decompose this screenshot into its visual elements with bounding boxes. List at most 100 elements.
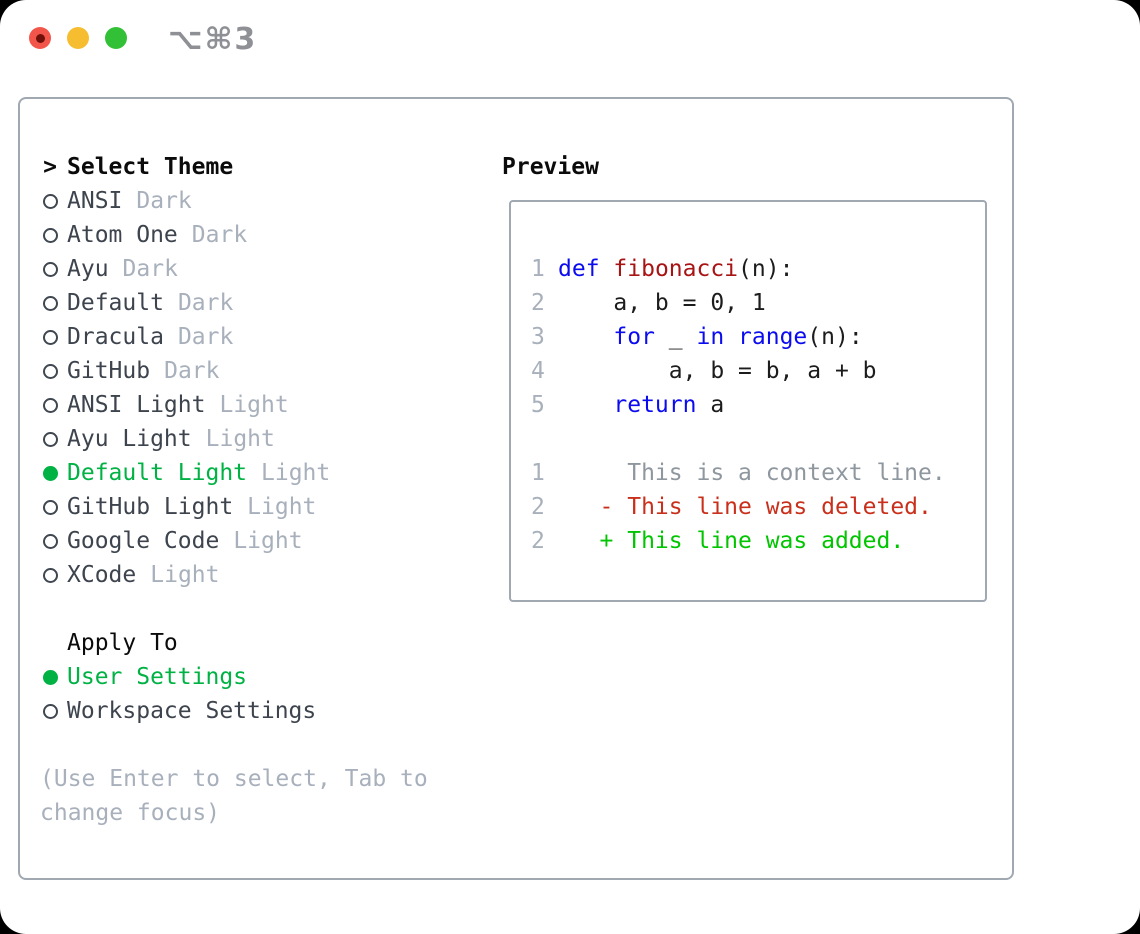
zoom-button[interactable] xyxy=(105,27,127,49)
theme-variant: Dark xyxy=(136,188,192,214)
line-number: 4 xyxy=(531,358,545,384)
code-line: 1 def fibonacci(n): xyxy=(531,252,985,286)
theme-option-xcode[interactable]: XCode Light xyxy=(40,558,480,592)
close-button[interactable] xyxy=(29,27,51,49)
radio-icon xyxy=(42,193,58,209)
titlebar: ⌥⌘3 xyxy=(0,0,1140,97)
theme-variant: Light xyxy=(219,392,289,418)
theme-name: Default Light xyxy=(67,460,248,486)
theme-variant: Dark xyxy=(177,324,234,350)
help-text: (Use Enter to select, Tab to change focu… xyxy=(40,766,428,826)
code-text: return a xyxy=(558,388,724,422)
preview-header: Preview xyxy=(502,154,599,180)
diff-line-deleted: 2 - This line was deleted. xyxy=(531,490,985,524)
radio-icon xyxy=(42,329,58,345)
radio-selected-icon xyxy=(42,465,58,481)
line-number: 1 xyxy=(531,460,545,486)
diff-line-context: 1 This is a context line. xyxy=(531,456,985,490)
token-function: fibonacci xyxy=(613,256,739,282)
close-dot-icon xyxy=(35,33,45,43)
theme-name: XCode xyxy=(67,562,137,588)
theme-variant: Light xyxy=(261,460,331,486)
minimize-button[interactable] xyxy=(67,27,89,49)
apply-to-header: Apply To xyxy=(40,626,480,660)
theme-name: Atom One xyxy=(67,222,178,248)
token-plain: a xyxy=(696,392,725,418)
line-number: 2 xyxy=(531,528,545,554)
token-plain: a, b = 0, 1 xyxy=(558,290,766,316)
token-plain xyxy=(558,392,613,418)
code-line: 5 return a xyxy=(531,388,985,422)
theme-option-ayu[interactable]: Ayu Dark xyxy=(40,252,480,286)
theme-variant: Light xyxy=(247,494,317,520)
spacer xyxy=(40,592,480,626)
line-number: 1 xyxy=(531,256,545,282)
code-line: 4 a, b = b, a + b xyxy=(531,354,985,388)
apply-option-label: User Settings xyxy=(67,664,248,690)
radio-icon xyxy=(42,499,58,515)
token-keyword: def xyxy=(558,256,600,282)
radio-icon xyxy=(42,261,58,277)
line-number: 5 xyxy=(531,392,545,418)
theme-name: ANSI xyxy=(67,188,123,214)
token-keyword: in xyxy=(696,324,725,350)
window-title: ⌥⌘3 xyxy=(168,22,258,57)
focus-indicator: > xyxy=(43,154,57,180)
theme-name: Ayu xyxy=(67,256,109,282)
window-controls xyxy=(29,27,127,49)
code-text: a, b = b, a + b xyxy=(558,354,877,388)
apply-option-label: Workspace Settings xyxy=(67,698,317,724)
radio-icon xyxy=(42,227,58,243)
diff-preview: 1 This is a context line.2 - This line w… xyxy=(531,456,985,558)
radio-icon xyxy=(42,431,58,447)
theme-variant: Dark xyxy=(177,290,234,316)
token-plain: a, b = b, a + b xyxy=(558,358,877,384)
token-plain: (n): xyxy=(807,324,863,350)
diff-line-added: 2 + This line was added. xyxy=(531,524,985,558)
theme-name: Ayu Light xyxy=(67,426,192,452)
token-keyword: range xyxy=(738,324,808,350)
diff-text: - This line was deleted. xyxy=(558,494,932,520)
radio-selected-icon xyxy=(42,669,58,685)
line-number: 2 xyxy=(531,290,545,316)
code-text: for _ in range(n): xyxy=(558,320,863,354)
code-text: a, b = 0, 1 xyxy=(558,286,766,320)
apply-option-user-settings[interactable]: User Settings xyxy=(40,660,480,694)
theme-variant: Light xyxy=(150,562,220,588)
token-plain: (n): xyxy=(738,256,794,282)
select-theme-header: > Select Theme xyxy=(40,150,480,184)
token-plain: _ xyxy=(654,324,697,350)
theme-name: Google Code xyxy=(67,528,220,554)
token-keyword: for xyxy=(613,324,655,350)
code-text: def fibonacci(n): xyxy=(558,252,793,286)
theme-option-default-light[interactable]: Default Light Light xyxy=(40,456,480,490)
token-plain xyxy=(724,324,738,350)
code-line: 2 a, b = 0, 1 xyxy=(531,286,985,320)
radio-icon xyxy=(42,363,58,379)
spacer xyxy=(40,728,480,762)
token-plain xyxy=(558,324,613,350)
radio-icon xyxy=(42,703,58,719)
line-number: 3 xyxy=(531,324,545,350)
diff-text: This is a context line. xyxy=(558,460,946,486)
apply-option-workspace-settings[interactable]: Workspace Settings xyxy=(40,694,480,728)
radio-icon xyxy=(42,295,58,311)
theme-option-ansi[interactable]: ANSI Dark xyxy=(40,184,480,218)
radio-icon xyxy=(42,533,58,549)
token-plain xyxy=(600,256,614,282)
theme-variant: Dark xyxy=(122,256,178,282)
